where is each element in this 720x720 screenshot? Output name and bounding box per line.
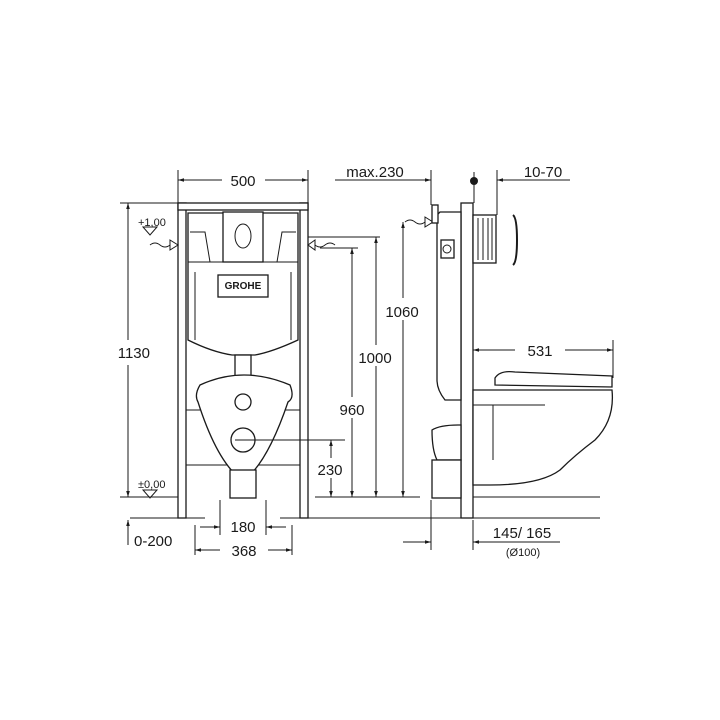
dim-145-165: 145/ 165: [493, 525, 551, 542]
frame-post-right: [299, 202, 309, 519]
grohe-logo-text: GROHE: [225, 281, 262, 292]
flush-button: [234, 223, 252, 249]
drain-connector: [234, 393, 252, 411]
dim-pipe-diameter: (Ø100): [506, 547, 540, 559]
water-inlet-left-icon: [149, 239, 179, 251]
dim-height-1000: 1000: [358, 350, 391, 367]
level-top-label: +1,00: [138, 217, 166, 229]
grohe-logo: [217, 274, 269, 298]
frame-post-left: [177, 202, 187, 519]
dim-height-960: 960: [339, 402, 364, 419]
dim-10-70: 10-70: [524, 164, 562, 181]
dim-531: 531: [527, 343, 552, 360]
dim-height-1060: 1060: [385, 304, 418, 321]
dim-width-500: 500: [230, 173, 255, 190]
water-inlet-right-icon: [307, 239, 336, 251]
frame-top: [177, 202, 309, 211]
toilet-seat: [494, 370, 613, 388]
level-floor-marker-icon: [141, 489, 159, 499]
frame-side: [460, 202, 474, 519]
toilet-bowl: [195, 374, 293, 476]
dim-height-230: 230: [317, 462, 342, 479]
cistern-side: [436, 211, 462, 401]
level-floor-label: ±0,00: [138, 479, 165, 491]
dim-floor-adjust: 0-200: [134, 533, 172, 550]
toilet-bowl-side: [472, 389, 614, 486]
flush-plate: [222, 211, 264, 263]
front-view: GROHE +1,00 ±0,00 500 1130 1060 1000: [118, 170, 420, 560]
dim-width-180: 180: [230, 519, 255, 536]
actuator-box: [472, 214, 497, 264]
pipe-bend: [431, 424, 462, 461]
dim-width-368: 368: [231, 543, 256, 560]
side-view: max.230 10-70 531 145/ 165 (Ø100): [335, 164, 614, 559]
level-top-marker-icon: [141, 226, 159, 236]
dim-height-1130: 1130: [118, 345, 150, 362]
dim-max-230: max.230: [346, 164, 404, 181]
water-inlet-side-icon: [404, 216, 434, 228]
flush-plate-side: [512, 214, 519, 266]
